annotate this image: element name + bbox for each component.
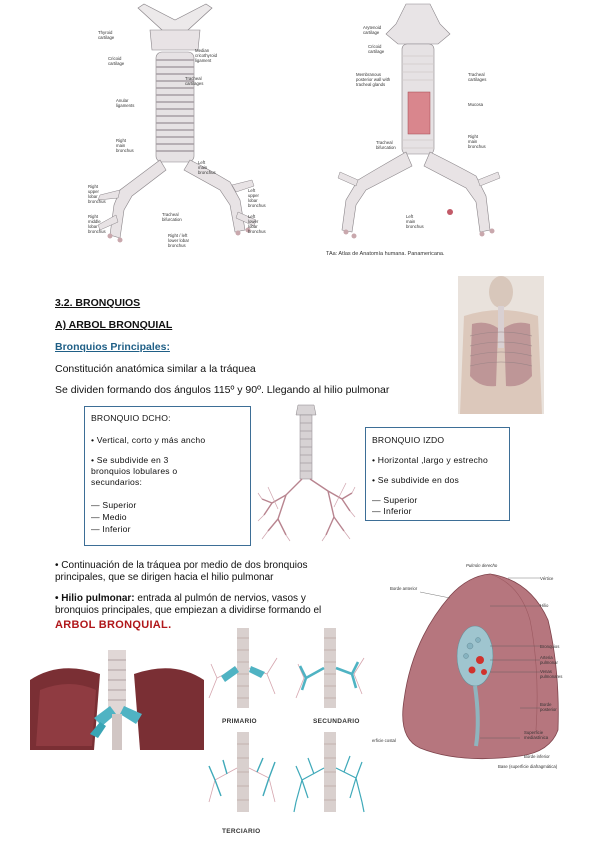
lungs-3d-illustration — [30, 650, 204, 750]
label-superficie-mediastinica: Superficie mediastínica — [524, 730, 549, 740]
label-left-upper: Left upper lobar bronchus — [248, 188, 266, 208]
trachea-posterior-illustration — [337, 3, 501, 239]
label-borde-posterior: Borde posterior — [540, 702, 557, 712]
box-bronquio-dcho: BRONQUIO DCHO: • Vertical, corto y más a… — [84, 406, 251, 546]
subheading-bronquios-principales: Bronquios Principales: — [55, 341, 170, 353]
label-thyroid: Thyroid cartilage — [98, 30, 115, 40]
para-hilio-line-1: • Hilio pulmonar: entrada al pulmón de n… — [55, 592, 306, 605]
box-dcho-title: BRONQUIO DCHO: — [91, 413, 171, 423]
label-left-main: Left main bronchus — [198, 160, 216, 175]
label-superficie-costal: erficie costal — [372, 738, 396, 743]
label-tracheal-bifurcation-posterior: Tracheal bifurcation — [376, 140, 396, 150]
bronchi-primary-illustration — [205, 628, 280, 713]
label-right-left-lower: Right / left lower lobar bronchus — [168, 233, 190, 248]
label-left-main-posterior: Left main bronchus — [406, 214, 424, 229]
label-cricoid-posterior: Cricoid cartilage — [368, 44, 385, 54]
label-median-ligament: Median cricothyroid ligament — [195, 48, 217, 63]
box-izdo-item-superior: — Superior — [372, 495, 418, 505]
box-dcho-bullet-1: • Vertical, corto y más ancho — [91, 435, 206, 445]
text-constitution: Constitución anatómica similar a la tráq… — [55, 363, 256, 375]
label-tracheal-cartilages-posterior: Tracheal cartilages — [468, 72, 487, 82]
label-tracheal-bifurcation: Tracheal bifurcation — [162, 212, 182, 222]
bronchial-tree-illustration — [256, 403, 356, 543]
hilio-term: • Hilio pulmonar: — [55, 593, 135, 604]
trachea-anterior-illustration — [97, 3, 257, 243]
label-base: Base (superficie diafragmática) — [498, 764, 558, 769]
box-bronquio-izdo: BRONQUIO IZDO • Horizontal ,largo y estr… — [365, 427, 510, 521]
label-left-lower: Left lower lobar bronchus — [248, 214, 266, 234]
box-dcho-bullet-2b: bronquios lobulares o — [91, 466, 178, 476]
caption-primario: PRIMARIO — [222, 718, 257, 725]
caption-terciario: TERCIARIO — [222, 828, 261, 835]
text-angles: Se dividen formando dos ángulos 115º y 9… — [55, 384, 390, 396]
label-arytenoid: Arytenoid cartilage — [363, 25, 382, 35]
label-tracheal-cartilages: Tracheal cartilages — [185, 76, 204, 86]
box-izdo-bullet-1: • Horizontal ,largo y estrecho — [372, 455, 489, 465]
box-dcho-item-medio: — Medio — [91, 512, 127, 522]
box-dcho-bullet-2: • Se subdivide en 3 — [91, 455, 169, 465]
bronchi-secondary-illustration — [292, 628, 367, 713]
trachea-posterior-figure: Arytenoid cartilage Cricoid cartilage Me… — [318, 0, 518, 265]
box-izdo-item-inferior: — Inferior — [372, 506, 412, 516]
trachea-anterior-figure: Thyroid cartilage Median cricothyroid li… — [80, 0, 270, 265]
label-mucosa: Mucosa — [468, 102, 484, 107]
label-venas-pulmonares: Venas pulmonares — [540, 669, 563, 679]
subsection-heading: A) ARBOL BRONQUIAL — [55, 319, 173, 331]
label-anular: Anular ligaments — [116, 98, 135, 108]
label-right-middle: Right middle lobar bronchus — [88, 214, 106, 234]
thorax-illustration — [458, 276, 544, 414]
label-cricoid: Cricoid cartilage — [108, 56, 125, 66]
label-membranous-wall: Membranous posterior wall with tracheal … — [356, 72, 391, 87]
label-arteria-pulmonar: Arteria pulmonar — [540, 655, 558, 665]
lung-title: Pulmón derecho — [466, 563, 498, 568]
hilio-definition: entrada al pulmón de nervios, vasos y — [134, 593, 306, 604]
box-izdo-bullet-2: • Se subdivide en dos — [372, 475, 459, 485]
label-hilio: Hilio — [540, 603, 549, 608]
caption-secundario: SECUNDARIO — [313, 718, 360, 725]
bronchi-tertiary-left-illustration — [205, 732, 280, 817]
arbol-bronquial-term: ARBOL BRONQUIAL. — [55, 619, 172, 631]
label-bronquios: Bronquios — [540, 644, 560, 649]
bronchi-tertiary-right-illustration — [292, 732, 367, 817]
label-right-upper: Right upper lobar bronchus — [88, 184, 106, 204]
box-izdo-title: BRONQUIO IZDO — [372, 435, 445, 445]
right-lung-illustration: Pulmón derecho Borde anterior Vértice Hi… — [372, 560, 579, 780]
label-right-main-posterior: Right main bronchus — [468, 134, 486, 149]
label-right-main: Right main bronchus — [116, 138, 134, 153]
para-hilio-line-2: bronquios principales, que empiezan a di… — [55, 605, 322, 616]
box-dcho-bullet-2c: secundarios: — [91, 477, 143, 487]
section-heading: 3.2. BRONQUIOS — [55, 297, 141, 309]
figure-citation: TAa: Atlas de Anatomía humana. Panameric… — [326, 251, 445, 257]
label-borde-anterior: Borde anterior — [390, 586, 418, 591]
label-borde-inferior: Borde inferior — [524, 754, 550, 759]
box-dcho-item-superior: — Superior — [91, 500, 137, 510]
para-continuation-line-2: principales, que se dirigen hacia el hil… — [55, 572, 274, 583]
para-continuation-line-1: • Continuación de la tráquea por medio d… — [55, 560, 308, 571]
label-vertice: Vértice — [540, 576, 554, 581]
box-dcho-item-inferior: — Inferior — [91, 524, 131, 534]
